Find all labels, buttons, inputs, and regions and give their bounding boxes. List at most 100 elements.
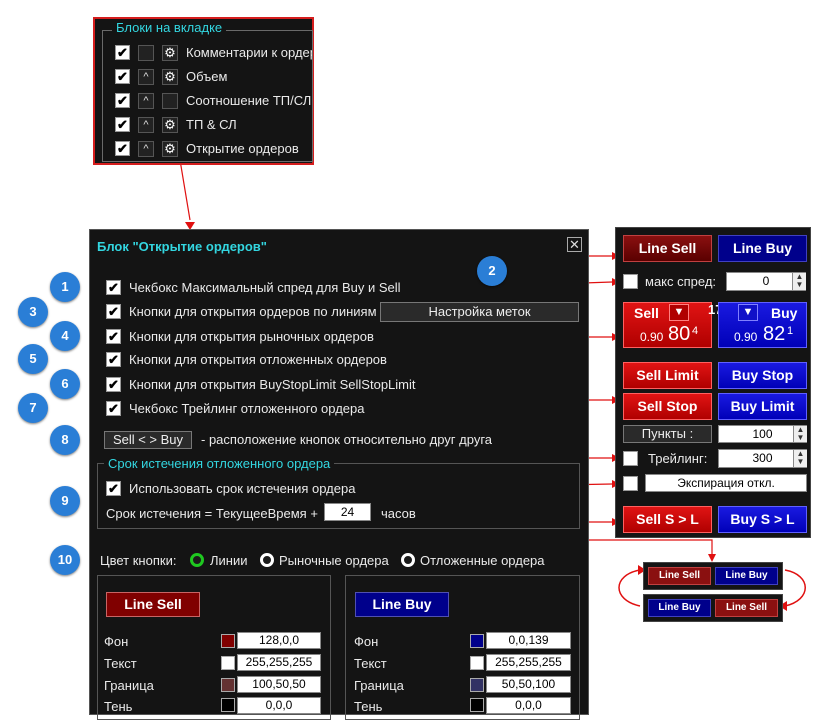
spinner-arrows-icon[interactable]: ▲▼ xyxy=(793,450,807,467)
pending-buttons-option-label: Кнопки для открытия отложенных ордеров xyxy=(129,352,387,367)
market-buttons-option-label: Кнопки для открытия рыночных ордеров xyxy=(129,329,374,344)
use-expiry-checkbox[interactable]: ✔ xyxy=(106,481,121,496)
buy-shadow-input[interactable]: 0,0,0 xyxy=(486,697,571,714)
sell-border-swatch[interactable] xyxy=(221,678,235,692)
swap-description: - расположение кнопок относительно друг … xyxy=(201,432,493,447)
mini-line-buy-button: Line Buy xyxy=(648,599,711,617)
callout-badge-1: 1 xyxy=(50,272,80,302)
mini-line-buy-button: Line Buy xyxy=(715,567,778,585)
tp-sl-checkbox[interactable]: ✔ xyxy=(115,117,130,132)
chevron-up-icon[interactable]: ^ xyxy=(138,117,154,133)
sell-bg-input[interactable]: 128,0,0 xyxy=(237,632,321,649)
line-buy-preview-button[interactable]: Line Buy xyxy=(355,592,449,617)
sell-bg-swatch[interactable] xyxy=(221,634,235,648)
sell-text-input[interactable]: 255,255,255 xyxy=(237,654,321,671)
expiry-group-title: Срок истечения отложенного ордера xyxy=(104,456,335,471)
chevron-up-icon[interactable]: ^ xyxy=(138,141,154,157)
spinner-arrows-icon[interactable]: ▲▼ xyxy=(793,426,807,442)
expiration-check[interactable] xyxy=(623,476,638,491)
buy-bg-label: Фон xyxy=(354,634,379,649)
buy-text-swatch[interactable] xyxy=(470,656,484,670)
chevron-up-icon[interactable]: ^ xyxy=(138,69,154,85)
chevron-down-icon[interactable]: ▼ xyxy=(738,304,758,321)
buy-shadow-swatch[interactable] xyxy=(470,698,484,712)
sell-border-input[interactable]: 100,50,50 xyxy=(237,676,321,693)
sell-stop-limit-button[interactable]: Sell S > L xyxy=(623,506,712,533)
gear-icon[interactable]: ⚙ xyxy=(162,117,178,133)
line-sell-preview-button[interactable]: Line Sell xyxy=(106,592,200,617)
close-icon[interactable]: ✕ xyxy=(567,237,582,252)
use-expiry-label: Использовать срок истечения ордера xyxy=(129,481,356,496)
radio-market[interactable] xyxy=(260,553,274,567)
gear-icon[interactable]: ⚙ xyxy=(162,141,178,157)
buy-bg-swatch[interactable] xyxy=(470,634,484,648)
chevron-down-icon[interactable]: ▼ xyxy=(669,304,689,321)
max-spread-check[interactable] xyxy=(623,274,638,289)
buy-border-input[interactable]: 50,50,100 xyxy=(486,676,571,693)
sell-price-sup: 4 xyxy=(692,325,699,337)
callout-badge-9: 9 xyxy=(50,486,80,516)
mini-line-sell-button: Line Sell xyxy=(715,599,778,617)
expiration-field[interactable]: Экспирация откл. xyxy=(645,474,807,492)
gear-icon[interactable]: ⚙ xyxy=(162,45,178,61)
chevron-up-icon[interactable]: ^ xyxy=(138,93,154,109)
callout-badge-5: 5 xyxy=(18,344,48,374)
spinner-arrows-icon[interactable]: ▲▼ xyxy=(792,273,806,290)
stoplimit-buttons-option-label: Кнопки для открытия BuyStopLimit SellSto… xyxy=(129,377,416,392)
marks-settings-button[interactable]: Настройка меток xyxy=(380,302,579,322)
comments-checkbox[interactable]: ✔ xyxy=(115,45,130,60)
sell-text-label: Текст xyxy=(104,656,137,671)
sell-market-button[interactable] xyxy=(623,302,712,348)
settings-button-blank xyxy=(162,93,178,109)
buy-price-sup: 1 xyxy=(787,325,794,337)
blocks-group-title: Блоки на вкладке xyxy=(112,20,227,35)
buy-stop-limit-button[interactable]: Buy S > L xyxy=(718,506,807,533)
trailing-checkbox[interactable]: ✔ xyxy=(106,401,121,416)
line-buy-button[interactable]: Line Buy xyxy=(718,235,807,262)
sell-stop-button[interactable]: Sell Stop xyxy=(623,393,712,420)
buy-bg-input[interactable]: 0,0,139 xyxy=(486,632,571,649)
callout-badge-7: 7 xyxy=(18,393,48,423)
expiry-formula: Срок истечения = ТекущееВремя + xyxy=(106,506,318,521)
expiry-hours-input[interactable]: 24 xyxy=(324,503,371,521)
open-orders-checkbox[interactable]: ✔ xyxy=(115,141,130,156)
callout-badge-6: 6 xyxy=(50,369,80,399)
buy-text-input[interactable]: 255,255,255 xyxy=(486,654,571,671)
buy-price-big: 82 xyxy=(763,323,786,345)
line-buttons-option-label: Кнопки для открытия ордеров по линиям xyxy=(129,304,377,319)
open-orders-label: Открытие ордеров xyxy=(186,141,299,156)
panel-title: Блок "Открытие ордеров" xyxy=(97,239,267,254)
buy-stop-button[interactable]: Buy Stop xyxy=(718,362,807,389)
buy-limit-button[interactable]: Buy Limit xyxy=(718,393,807,420)
trailing-input[interactable]: 300 xyxy=(718,449,807,468)
volume-checkbox[interactable]: ✔ xyxy=(115,69,130,84)
sell-price-big: 80 xyxy=(668,323,691,345)
expiry-units: часов xyxy=(381,506,416,521)
callout-badge-10: 10 xyxy=(50,545,80,575)
radio-lines-label: Линии xyxy=(210,553,248,568)
market-buttons-checkbox[interactable]: ✔ xyxy=(106,329,121,344)
buy-border-swatch[interactable] xyxy=(470,678,484,692)
stoplimit-buttons-checkbox[interactable]: ✔ xyxy=(106,377,121,392)
radio-pending[interactable] xyxy=(401,553,415,567)
buy-market-button[interactable] xyxy=(718,302,807,348)
sell-shadow-input[interactable]: 0,0,0 xyxy=(237,697,321,714)
sell-limit-button[interactable]: Sell Limit xyxy=(623,362,712,389)
points-input[interactable]: 100 xyxy=(718,425,807,443)
sell-text-swatch[interactable] xyxy=(221,656,235,670)
tp-sl-label: ТП & СЛ xyxy=(186,117,237,132)
line-buttons-checkbox[interactable]: ✔ xyxy=(106,304,121,319)
trailing-check[interactable] xyxy=(623,451,638,466)
gear-icon[interactable]: ⚙ xyxy=(162,69,178,85)
sell-shadow-swatch[interactable] xyxy=(221,698,235,712)
radio-lines[interactable] xyxy=(190,553,204,567)
sell-bg-label: Фон xyxy=(104,634,129,649)
line-sell-button[interactable]: Line Sell xyxy=(623,235,712,262)
max-spread-checkbox[interactable]: ✔ xyxy=(106,280,121,295)
mini-line-sell-button: Line Sell xyxy=(648,567,711,585)
pending-buttons-checkbox[interactable]: ✔ xyxy=(106,352,121,367)
buy-price-small: 0.90 xyxy=(734,330,758,344)
swap-sell-buy-button[interactable]: Sell < > Buy xyxy=(104,431,192,449)
tp-sl-ratio-checkbox[interactable]: ✔ xyxy=(115,93,130,108)
radio-market-label: Рыночные ордера xyxy=(279,553,389,568)
